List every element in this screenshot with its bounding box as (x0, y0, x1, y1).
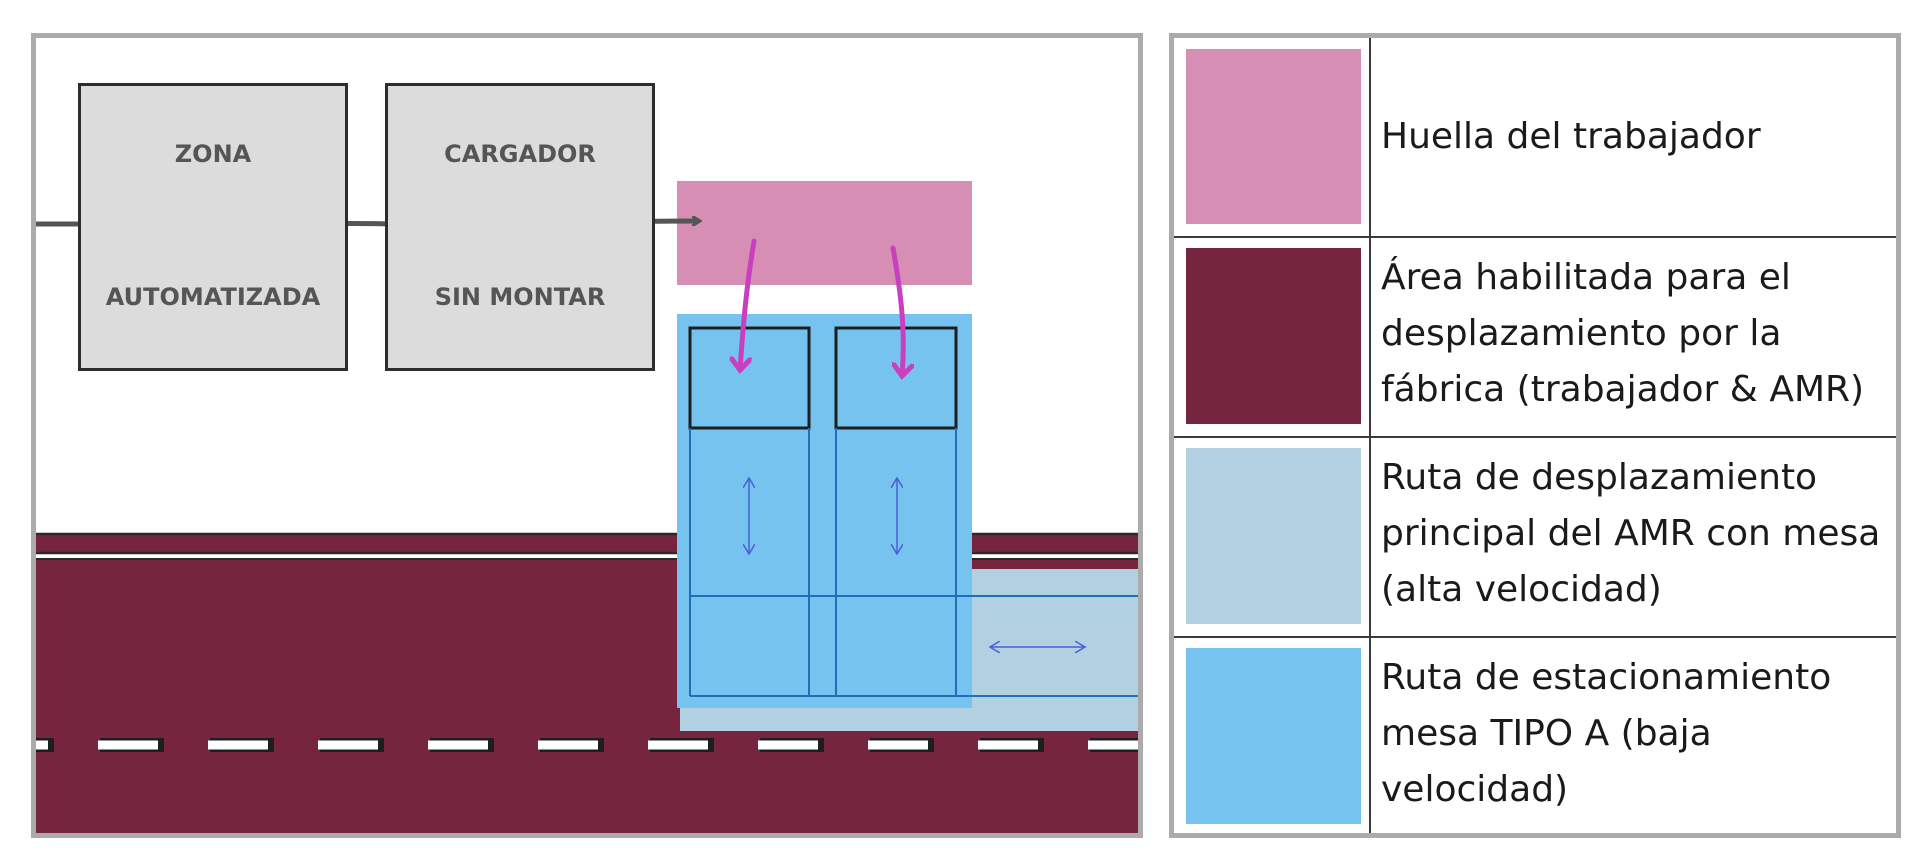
factory-layout-diagram (36, 181, 1138, 833)
legend-column-divider (1369, 38, 1371, 833)
legend-label-worker-footprint: Huella del trabajador (1381, 116, 1761, 157)
worker-footprint-swatch (1186, 49, 1361, 224)
parking-slot-1-head (688, 326, 811, 430)
automated-zone-label-line2: AUTOMATIZADA (105, 283, 321, 311)
parking-route-swatch (1186, 648, 1361, 824)
legend-row-parking-route: Ruta de estacionamiento mesa TIPO A (baj… (1174, 638, 1896, 833)
unmounted-charger-box: CARGADOR SIN MONTAR (385, 83, 655, 371)
charger-label-line2: SIN MONTAR (434, 283, 606, 311)
parking-slot-2-head (834, 326, 958, 430)
legend-row-amr-main-route: Ruta de desplazamiento principal del AMR… (1174, 438, 1896, 636)
legend-panel: Huella del trabajador Área habilitada pa… (1169, 33, 1901, 838)
worker-footprint (677, 181, 972, 285)
legend-row-factory-area: Área habilitada para el desplazamiento p… (1174, 238, 1896, 436)
legend-divider (1174, 236, 1896, 238)
automated-zone-box: ZONA AUTOMATIZADA (78, 83, 348, 371)
legend-divider (1174, 636, 1896, 638)
factory-layout-panel: ZONA AUTOMATIZADA CARGADOR SIN MONTAR (31, 33, 1143, 838)
factory-area-band-top (36, 534, 1138, 552)
legend-label-factory-area: Área habilitada para el desplazamiento p… (1381, 257, 1865, 410)
automated-zone-label-line1: ZONA (174, 140, 252, 168)
factory-area-swatch (1186, 248, 1361, 424)
amr-main-route-swatch (1186, 448, 1361, 624)
legend-label-amr-main-route: Ruta de desplazamiento principal del AMR… (1381, 457, 1881, 610)
worker-arrow-right (893, 245, 903, 376)
legend-divider (1174, 436, 1896, 438)
legend-label-parking-route: Ruta de estacionamiento mesa TIPO A (baj… (1381, 657, 1832, 810)
legend-row-worker-footprint: Huella del trabajador (1174, 38, 1896, 236)
worker-arrow-left (740, 238, 757, 370)
charger-label-line1: CARGADOR (444, 140, 596, 168)
